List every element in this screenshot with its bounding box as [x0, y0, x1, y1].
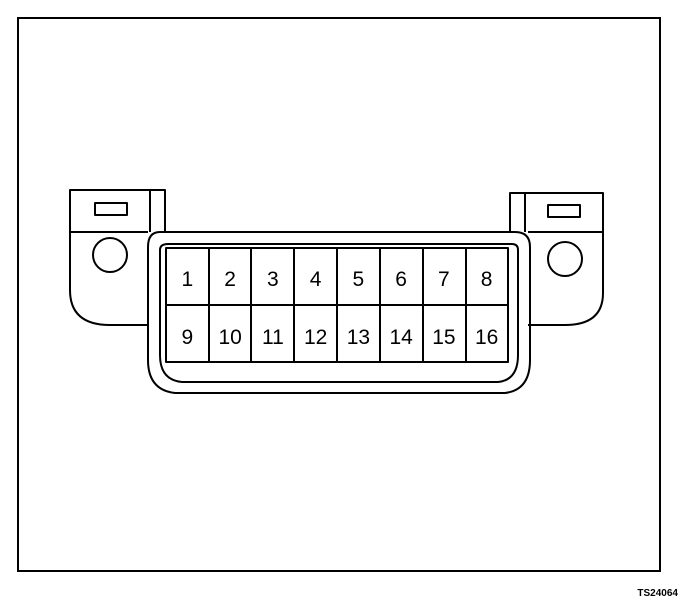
pin-label: 5: [353, 268, 365, 291]
pin-label: 8: [481, 268, 493, 291]
right-latch: [547, 204, 581, 218]
figure-code: TS24064: [637, 588, 678, 599]
left-mounting-ear: [69, 189, 166, 326]
pin-label: 14: [389, 326, 413, 349]
pin-label: 11: [262, 326, 284, 349]
pin-label: 16: [475, 326, 498, 349]
pin-label: 3: [267, 268, 279, 291]
diagram-frame: [17, 17, 661, 572]
pin-label: 9: [182, 326, 194, 349]
pin-label: 12: [304, 326, 327, 349]
pin-label: 4: [310, 268, 322, 291]
right-mounting-ear: [509, 192, 604, 326]
connector-housing-inner: [159, 243, 519, 383]
pin-label: 6: [395, 268, 407, 291]
pin-label: 13: [347, 326, 370, 349]
pin-label: 2: [224, 268, 236, 291]
pin-label: 1: [182, 268, 194, 291]
pin-label: 10: [218, 326, 241, 349]
connector-housing-outer: [147, 231, 531, 394]
left-mounting-hole: [92, 237, 128, 273]
pin-label: 7: [438, 268, 450, 291]
right-mounting-hole: [547, 241, 583, 277]
pin-label: 15: [432, 326, 455, 349]
left-latch: [94, 202, 128, 216]
